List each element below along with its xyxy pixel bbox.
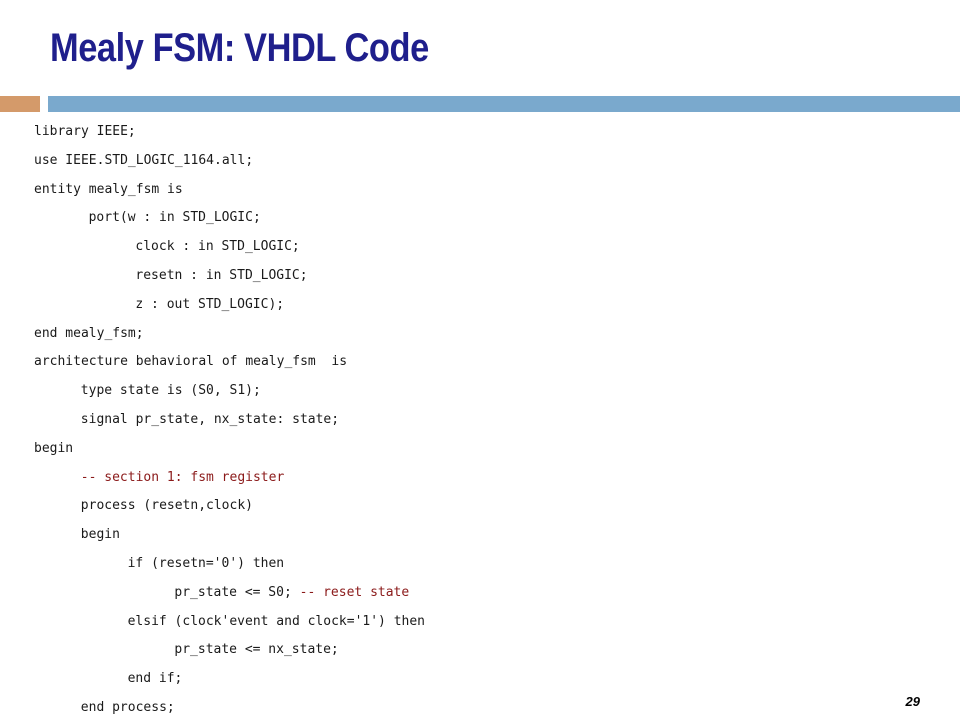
code-text: if (resetn='0') then: [127, 555, 285, 571]
code-text: library IEEE;: [34, 124, 136, 139]
code-line: z : out STD_LOGIC);: [34, 291, 914, 320]
code-text: signal pr_state, nx_state: state;: [80, 411, 340, 427]
code-text: begin: [80, 527, 120, 543]
code-line: end mealy_fsm;: [34, 320, 914, 349]
code-listing: library IEEE; use IEEE.STD_LOGIC_1164.all…: [34, 118, 914, 723]
code-line: resetn : in STD_LOGIC;: [34, 262, 914, 291]
header-accent-bar-left: [0, 96, 40, 112]
code-line: end if;: [34, 665, 914, 694]
code-text: end process;: [80, 699, 175, 715]
code-line: entity mealy_fsm is: [34, 176, 914, 205]
code-line: port(w : in STD_LOGIC;: [34, 204, 914, 233]
code-text: pr_state <= nx_state;: [174, 642, 339, 658]
code-text: pr_state <= S0;: [174, 584, 300, 600]
code-text: type state is (S0, S1);: [80, 383, 261, 399]
code-text: clock : in STD_LOGIC;: [135, 239, 300, 255]
code-text: begin: [34, 440, 74, 456]
code-line: begin: [34, 435, 914, 464]
code-text: resetn : in STD_LOGIC;: [135, 267, 308, 283]
code-line: if (resetn='0') then: [34, 550, 914, 579]
code-text: architecture behavioral of mealy_fsm is: [34, 354, 348, 370]
code-line: begin: [34, 521, 914, 550]
code-line: use IEEE.STD_LOGIC_1164.all;: [34, 147, 914, 176]
slide-title: Mealy FSM: VHDL Code: [50, 26, 429, 70]
code-line: end process;: [34, 694, 914, 723]
code-line: pr_state <= nx_state;: [34, 636, 914, 665]
code-text: end mealy_fsm;: [34, 325, 144, 341]
code-line: signal pr_state, nx_state: state;: [34, 406, 914, 435]
code-line: type state is (S0, S1);: [34, 377, 914, 406]
code-text: z : out STD_LOGIC);: [135, 296, 285, 312]
code-text: port(w : in STD_LOGIC;: [88, 210, 261, 226]
code-line: clock : in STD_LOGIC;: [34, 233, 914, 262]
code-line: elsif (clock'event and clock='1') then: [34, 608, 914, 637]
code-text: process (resetn,clock): [80, 498, 253, 514]
code-text: elsif (clock'event and clock='1') then: [127, 613, 426, 629]
code-text: end if;: [127, 671, 183, 687]
code-line: -- section 1: fsm register: [34, 464, 914, 493]
code-line: pr_state <= S0; -- reset state: [34, 579, 914, 608]
page-number: 29: [905, 694, 920, 709]
code-comment: -- reset state: [299, 584, 410, 600]
header-accent-bar-right: [48, 96, 960, 112]
code-line: process (resetn,clock): [34, 492, 914, 521]
code-comment: -- section 1: fsm register: [80, 469, 285, 485]
code-text: use IEEE.STD_LOGIC_1164.all;: [34, 152, 254, 168]
code-text: entity mealy_fsm is: [34, 181, 183, 197]
code-line: architecture behavioral of mealy_fsm is: [34, 348, 914, 377]
code-line: library IEEE;: [34, 118, 914, 147]
